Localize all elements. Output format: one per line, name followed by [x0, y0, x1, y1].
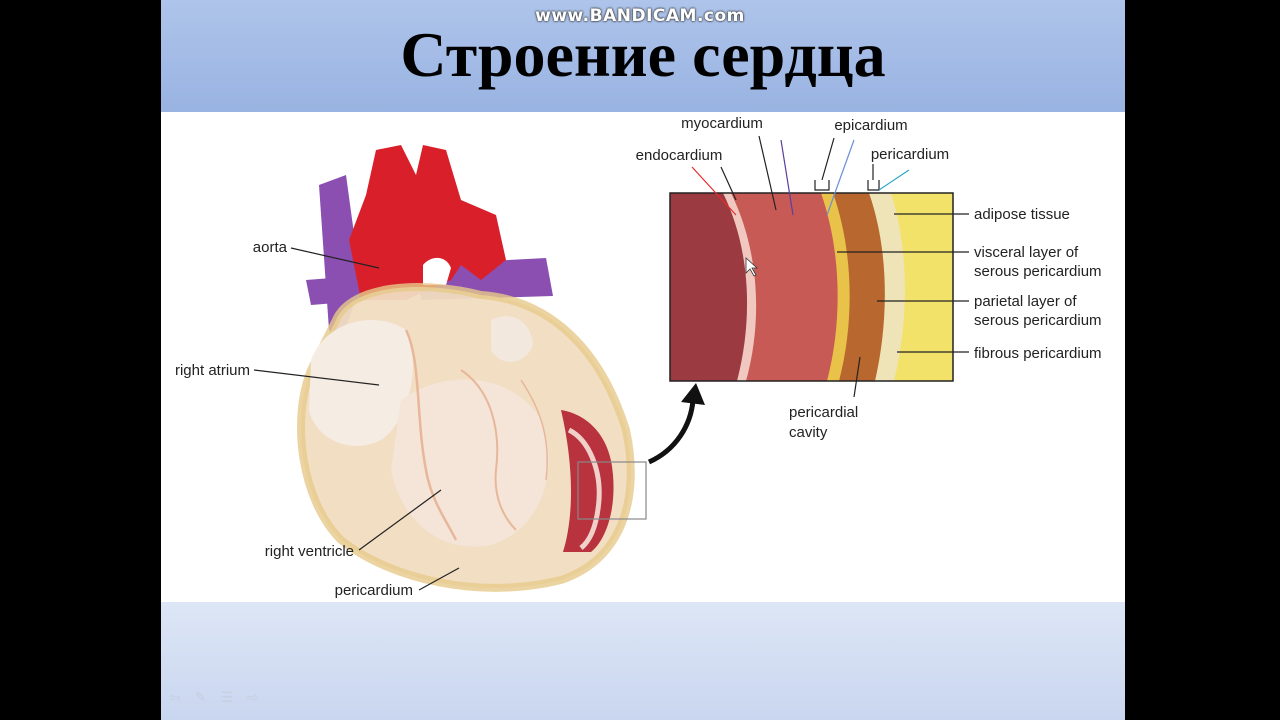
heart-diagram: aorta right atrium right ventricle peric… [175, 115, 1102, 599]
label-pericardial-cavity-2: cavity [789, 424, 828, 441]
label-visceral-2: serous pericardium [974, 263, 1102, 280]
label-epicardium: epicardium [834, 117, 907, 134]
pen-tool-button[interactable]: ✎ [194, 690, 207, 706]
prev-slide-button[interactable]: ⇦ [169, 690, 181, 706]
slide-menu-button[interactable]: ☰ [220, 690, 234, 706]
label-pericardial-cavity-1: pericardial [789, 404, 858, 421]
label-visceral-1: visceral layer of [974, 244, 1079, 261]
label-pericardium-heart: pericardium [335, 582, 413, 599]
slide-title: Строение сердца [400, 19, 886, 90]
label-aorta: aorta [253, 239, 288, 256]
next-slide-button[interactable]: ⇨ [247, 690, 259, 706]
label-right-ventricle: right ventricle [265, 543, 354, 560]
tissue-section [669, 192, 954, 382]
label-fibrous-pericardium: fibrous pericardium [974, 345, 1102, 362]
recorder-watermark: www.BANDICAM.com [535, 6, 745, 26]
slide-controls: ⇦ ✎ ☰ ⇨ [169, 690, 259, 706]
slide: Строение сердца [161, 0, 1125, 720]
label-myocardium: myocardium [681, 115, 763, 132]
label-endocardium: endocardium [636, 147, 723, 164]
magnify-region [577, 461, 647, 520]
right-ventricle-shape [391, 379, 549, 547]
aorta-shape [349, 145, 506, 300]
mouse-cursor [745, 257, 759, 277]
zoom-arrow [647, 399, 696, 465]
label-parietal-1: parietal layer of [974, 293, 1077, 310]
slide-header [161, 0, 1125, 112]
slide-footer [161, 602, 1125, 720]
cutaway-window [561, 410, 614, 552]
label-adipose-tissue: adipose tissue [974, 206, 1070, 223]
pericardium-sheath [297, 283, 635, 592]
label-pericardium-section: pericardium [871, 146, 949, 163]
label-parietal-2: serous pericardium [974, 312, 1102, 329]
label-right-atrium: right atrium [175, 362, 250, 379]
